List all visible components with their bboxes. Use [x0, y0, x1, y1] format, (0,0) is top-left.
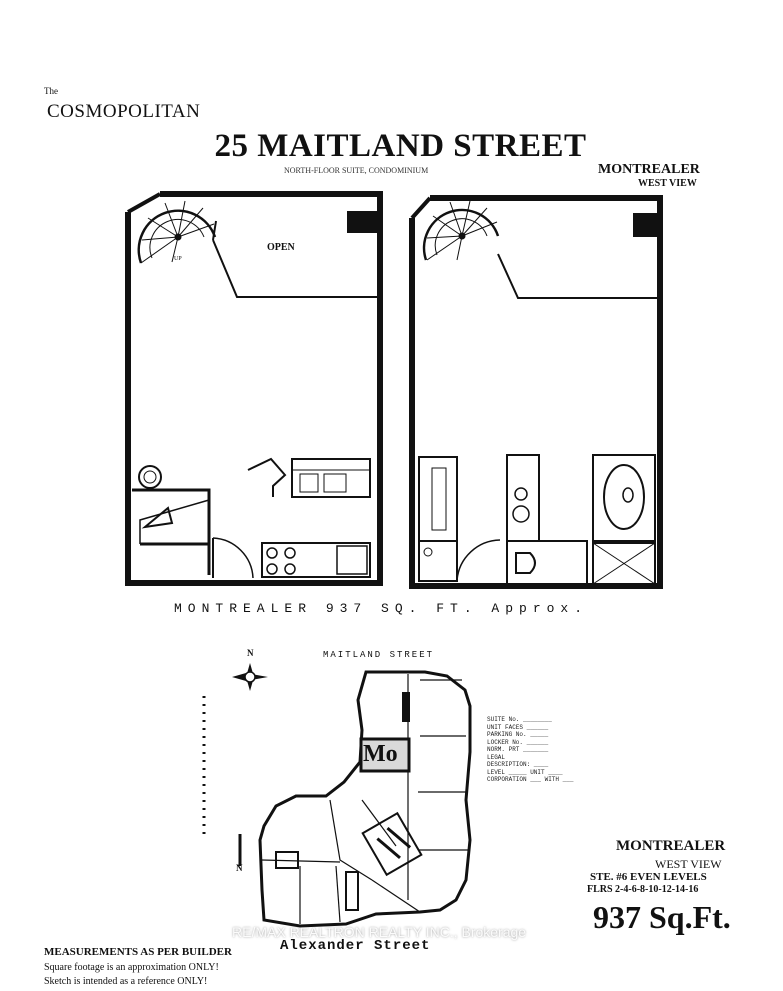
compass-icon [232, 663, 268, 691]
tub-room [592, 454, 656, 542]
suite-info-block: SUITE No. ________ UNIT FACES ______ PAR… [487, 716, 573, 784]
plan-caption: MONTREALER 937 SQ. FT. Approx. [174, 601, 589, 616]
suite-name-top: MONTREALER [598, 162, 700, 177]
suite-marker-label: Mo [363, 741, 398, 767]
info-line: PARKING No. _____ [487, 731, 549, 738]
closet [418, 456, 458, 542]
lower-column [633, 213, 657, 237]
suite-area: 937 Sq.Ft. [593, 899, 731, 935]
toilet-icon [515, 552, 536, 574]
spiral-stair-icon [137, 200, 217, 264]
loft-plan [125, 191, 383, 586]
info-line: SUITE No. ________ [487, 716, 552, 723]
door-swing [212, 537, 254, 579]
suite-view-top: WEST VIEW [638, 178, 697, 189]
sink-icon [138, 465, 162, 489]
info-line: LEVEL _____ UNIT ____ [487, 768, 563, 776]
open-to-below-label: OPEN [267, 242, 295, 253]
lower-plan [409, 195, 663, 589]
street-label-bottom: Alexander Street [280, 938, 431, 954]
bathtub-icon [603, 464, 645, 530]
info-line: LEGAL [487, 753, 506, 761]
loft-outer-wall [125, 191, 383, 586]
info-line: UNIT FACES ______ [487, 723, 549, 731]
info-line: LOCKER No. ______ [487, 738, 549, 746]
approximation-note: Square footage is an approximation ONLY! [44, 962, 219, 973]
suite-view-bottom: WEST VIEW [655, 857, 722, 871]
spiral-stair-lower-icon [422, 200, 500, 261]
highlighted-suite [359, 737, 411, 773]
reference-note: Sketch is intended as a reference ONLY! [44, 976, 208, 987]
loft-bath-wall [132, 488, 211, 575]
vanity [506, 454, 540, 542]
suite-levels: STE. #6 EVEN LEVELS [590, 871, 707, 883]
kitchen-counter-upper [291, 458, 371, 498]
info-line: DESCRIPTION: ____ [487, 761, 549, 768]
building-outline [258, 670, 472, 928]
kitchen-counter-lower [261, 542, 371, 578]
tub-icon [141, 506, 174, 529]
info-line: CORPORATION ___ WITH ___ [487, 776, 574, 783]
page-subtitle: NORTH-FLOOR SUITE, CONDOMINIUM [284, 166, 429, 175]
north-arrow-label: N [236, 863, 243, 873]
loft-open-edge [212, 239, 378, 298]
stair-up-label: UP [174, 256, 182, 262]
brokerage-watermark: RE/MAX REALTRON REALTY INC., Brokerage [232, 924, 527, 940]
compass-north-label: N [247, 648, 254, 658]
measurements-note: MEASUREMENTS AS PER BUILDER [44, 946, 232, 958]
shower-stall [592, 542, 656, 585]
loft-column [347, 211, 377, 233]
logo-prefix: The [44, 86, 58, 96]
key-plan [202, 663, 472, 928]
street-label-top: MAITLAND STREET [323, 650, 435, 660]
building-core [402, 692, 410, 722]
lower-outer-wall [409, 195, 663, 589]
suite-name-bottom: MONTREALER [616, 838, 726, 854]
suite-floors: FLRS 2-4-6-8-10-12-14-16 [587, 884, 699, 895]
page-title: 25 MAITLAND STREET [214, 128, 587, 164]
info-line: NORM. PRT _______ [487, 746, 549, 753]
building-logo: COSMOPOLITAN [47, 101, 201, 122]
